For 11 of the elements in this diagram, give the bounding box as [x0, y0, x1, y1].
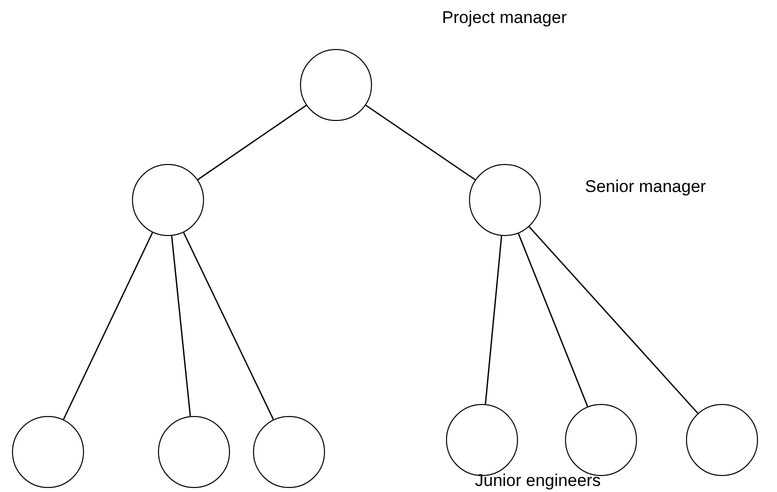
level-label: Senior manager: [585, 177, 706, 197]
connector-line: [62, 232, 154, 420]
level-label: Junior engineers: [475, 471, 601, 491]
connector-line: [183, 232, 274, 420]
connector-line: [518, 233, 588, 407]
connector-line: [171, 236, 191, 416]
connector-line: [197, 104, 307, 180]
connector-line: [528, 226, 698, 414]
level-label: Project manager: [442, 8, 567, 28]
connector-line: [484, 236, 502, 404]
connector-line: [365, 104, 476, 180]
